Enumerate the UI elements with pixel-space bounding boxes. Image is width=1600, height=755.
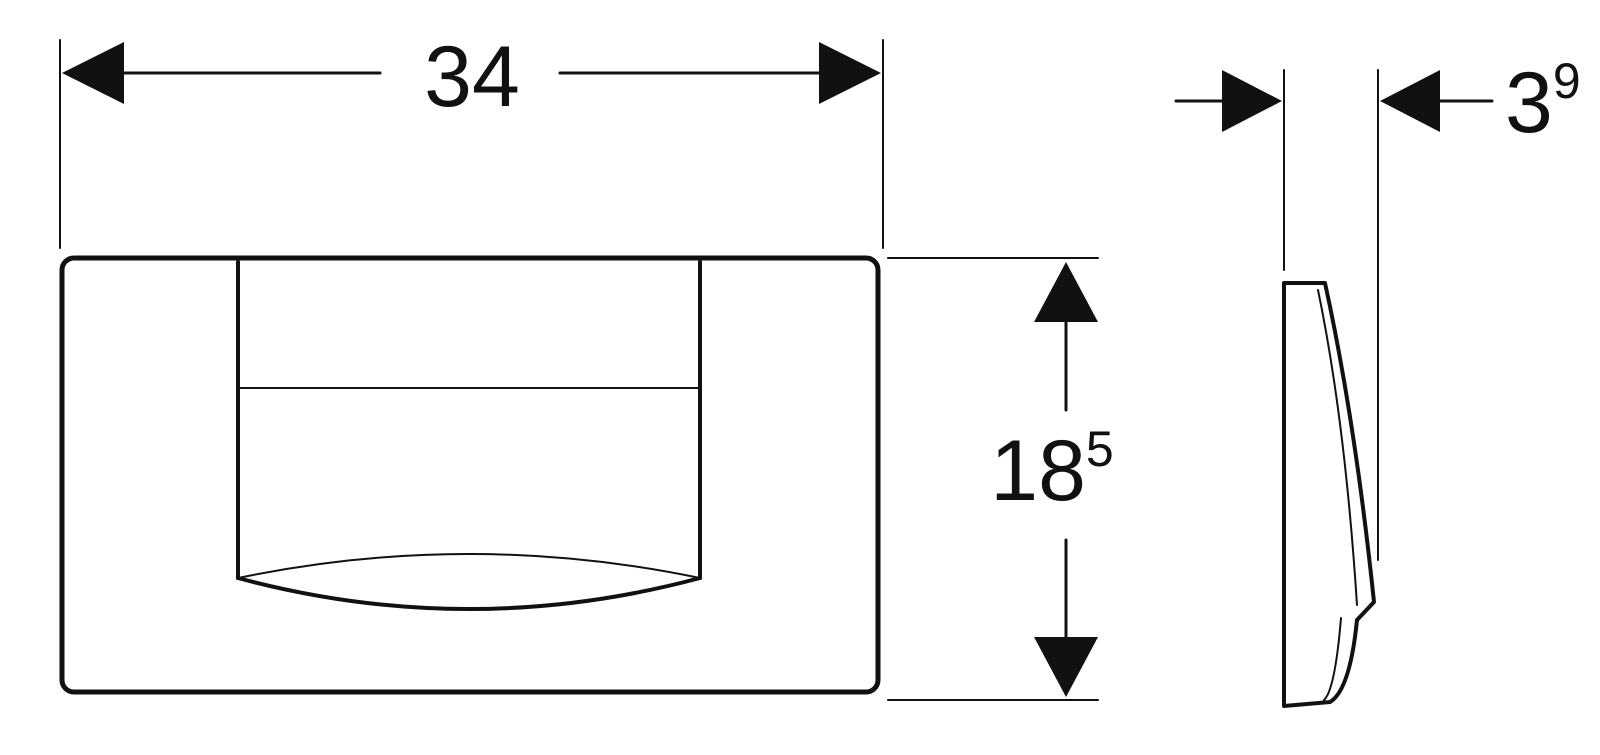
button-curve-top xyxy=(237,553,701,579)
depth-value: 3 xyxy=(1505,55,1553,151)
depth-dimension: 39 xyxy=(1174,53,1581,561)
height-value: 18 xyxy=(990,423,1086,519)
button-curve-bottom xyxy=(236,576,702,611)
depth-dimension-label: 39 xyxy=(1505,53,1581,151)
height-dimension: 185 xyxy=(887,257,1114,701)
depth-arrow-right xyxy=(1380,70,1440,132)
width-value: 34 xyxy=(424,29,520,125)
side-profile-outline xyxy=(1282,281,1376,708)
height-arrow-top xyxy=(1034,262,1098,322)
height-arrow-bottom xyxy=(1034,637,1098,697)
depth-arrow-left xyxy=(1222,70,1282,132)
height-dimension-label: 185 xyxy=(990,421,1113,519)
width-dimension-label: 34 xyxy=(424,29,520,125)
side-view xyxy=(1282,281,1376,708)
width-dimension: 34 xyxy=(59,29,884,249)
height-superscript: 5 xyxy=(1086,421,1114,477)
width-arrow-left xyxy=(62,42,124,104)
depth-superscript: 9 xyxy=(1553,53,1581,109)
front-view xyxy=(59,255,881,695)
side-profile-inner-edge xyxy=(1317,289,1358,701)
width-arrow-right xyxy=(819,42,881,104)
plate-outline xyxy=(59,255,881,695)
